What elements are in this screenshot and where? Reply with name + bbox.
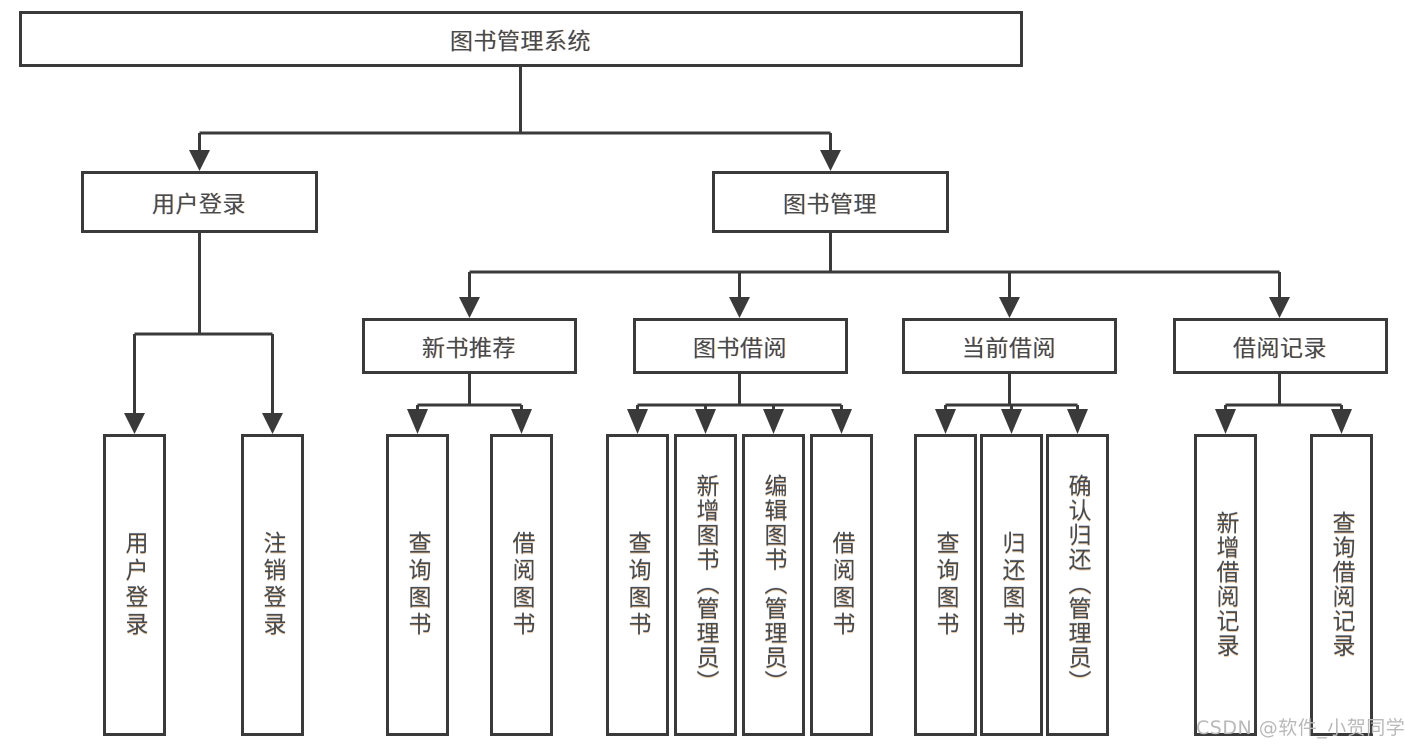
connector-root-to-level1 — [189, 66, 841, 171]
arrow-icon — [935, 409, 956, 434]
label-leaf-return-book: 归还图书 — [998, 530, 1024, 639]
arrow-icon — [831, 409, 852, 434]
node-box-user-login[interactable] — [81, 171, 318, 233]
arrow-icon — [1331, 409, 1352, 434]
node-box-leaf-query-book-1[interactable] — [386, 434, 449, 736]
arrow-icon — [1001, 409, 1022, 434]
label-leaf-borrow-book-1: 借阅图书 — [508, 530, 534, 639]
label-leaf-edit-book: 编辑图书（管理员） — [760, 474, 786, 695]
node-box-root[interactable] — [19, 11, 1023, 67]
label-leaf-add-book: 新增图书（管理员） — [692, 474, 718, 695]
arrow-icon — [820, 150, 841, 171]
arrow-icon — [511, 409, 532, 434]
node-box-leaf-query-book-3[interactable] — [914, 434, 977, 736]
arrow-icon — [729, 297, 750, 318]
label-book-management: 图书管理 — [783, 191, 877, 218]
node-box-leaf-user-login[interactable] — [103, 434, 166, 736]
node-box-book-management[interactable] — [712, 171, 949, 233]
node-box-leaf-confirm-return[interactable] — [1046, 434, 1109, 736]
arrow-icon — [407, 409, 428, 434]
connector-bookmgmt-to-level2 — [459, 232, 1290, 318]
arrow-icon — [627, 409, 648, 434]
label-leaf-user-logout: 注销登录 — [259, 530, 285, 639]
label-current-borrow: 当前借阅 — [962, 335, 1056, 362]
arrow-icon — [1067, 409, 1088, 434]
node-box-leaf-user-logout[interactable] — [241, 434, 304, 736]
label-leaf-query-book-1: 查询图书 — [404, 530, 430, 639]
arrow-icon — [999, 297, 1020, 318]
node-box-new-book-recommend[interactable] — [362, 318, 577, 374]
node-box-leaf-query-book-2[interactable] — [606, 434, 669, 736]
label-user-login: 用户登录 — [152, 191, 246, 218]
label-root: 图书管理系统 — [450, 28, 591, 55]
arrow-icon — [763, 409, 784, 434]
node-box-current-borrow[interactable] — [902, 318, 1117, 374]
label-leaf-query-book-3: 查询图书 — [932, 530, 958, 639]
label-borrow-record: 借阅记录 — [1233, 335, 1327, 362]
arrow-icon — [695, 409, 716, 434]
node-box-leaf-borrow-book-2[interactable] — [810, 434, 873, 736]
node-box-leaf-add-record[interactable] — [1194, 434, 1257, 736]
node-box-borrow-record[interactable] — [1173, 318, 1388, 374]
label-leaf-query-book-2: 查询图书 — [624, 530, 650, 639]
node-box-book-borrow[interactable] — [633, 318, 848, 374]
arrow-icon — [262, 413, 283, 434]
connector-newbook-to-leaves — [407, 374, 532, 434]
label-leaf-user-login: 用户登录 — [121, 530, 147, 639]
connector-borrowrecord-to-leaves — [1215, 374, 1352, 434]
arrow-icon — [1269, 297, 1290, 318]
connector-currentborrow-to-leaves — [935, 374, 1088, 434]
label-leaf-confirm-return: 确认归还（管理员） — [1064, 474, 1090, 695]
label-book-borrow: 图书借阅 — [693, 335, 787, 362]
connector-bookborrow-to-leaves — [627, 374, 852, 434]
watermark-text: CSDN @软件_小贺同学 — [1196, 717, 1405, 739]
node-box-leaf-add-book[interactable] — [674, 434, 737, 736]
node-box-leaf-query-record[interactable] — [1310, 434, 1373, 736]
arrow-icon — [459, 297, 480, 318]
node-box-leaf-return-book[interactable] — [980, 434, 1043, 736]
node-box-leaf-edit-book[interactable] — [742, 434, 805, 736]
label-leaf-query-record: 查询借阅记录 — [1328, 511, 1354, 658]
arrow-icon — [189, 150, 210, 171]
connector-userlogin-to-leaves — [124, 232, 283, 434]
label-new-book-recommend: 新书推荐 — [422, 335, 516, 362]
arrow-icon — [124, 413, 145, 434]
label-leaf-add-record: 新增借阅记录 — [1212, 511, 1238, 658]
label-leaf-borrow-book-2: 借阅图书 — [828, 530, 854, 639]
arrow-icon — [1215, 409, 1236, 434]
node-box-leaf-borrow-book-1[interactable] — [490, 434, 553, 736]
